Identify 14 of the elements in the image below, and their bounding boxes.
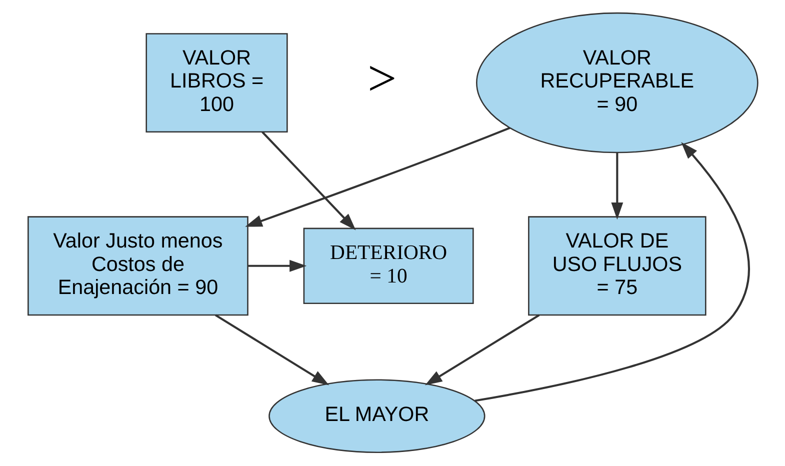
node-box: DETERIORO = 10 [302, 228, 474, 304]
arrow [424, 314, 540, 386]
arrow [244, 126, 510, 227]
node-box: VALOR LIBROS = 100 [145, 33, 288, 133]
node-ellipse: VALOR RECUPERABLE = 90 [476, 12, 758, 154]
node-box: VALOR DE USO FLUJOS = 75 [528, 216, 706, 316]
arrow [261, 131, 356, 230]
arrow [474, 142, 750, 402]
arrow [610, 152, 623, 220]
node-box: Valor Justo menos Costos de Enajenación = 90 [27, 216, 248, 316]
arrow [214, 314, 329, 386]
node-ellipse: EL MAYOR [268, 379, 485, 453]
label: > [367, 50, 396, 108]
arrow [248, 260, 306, 272]
